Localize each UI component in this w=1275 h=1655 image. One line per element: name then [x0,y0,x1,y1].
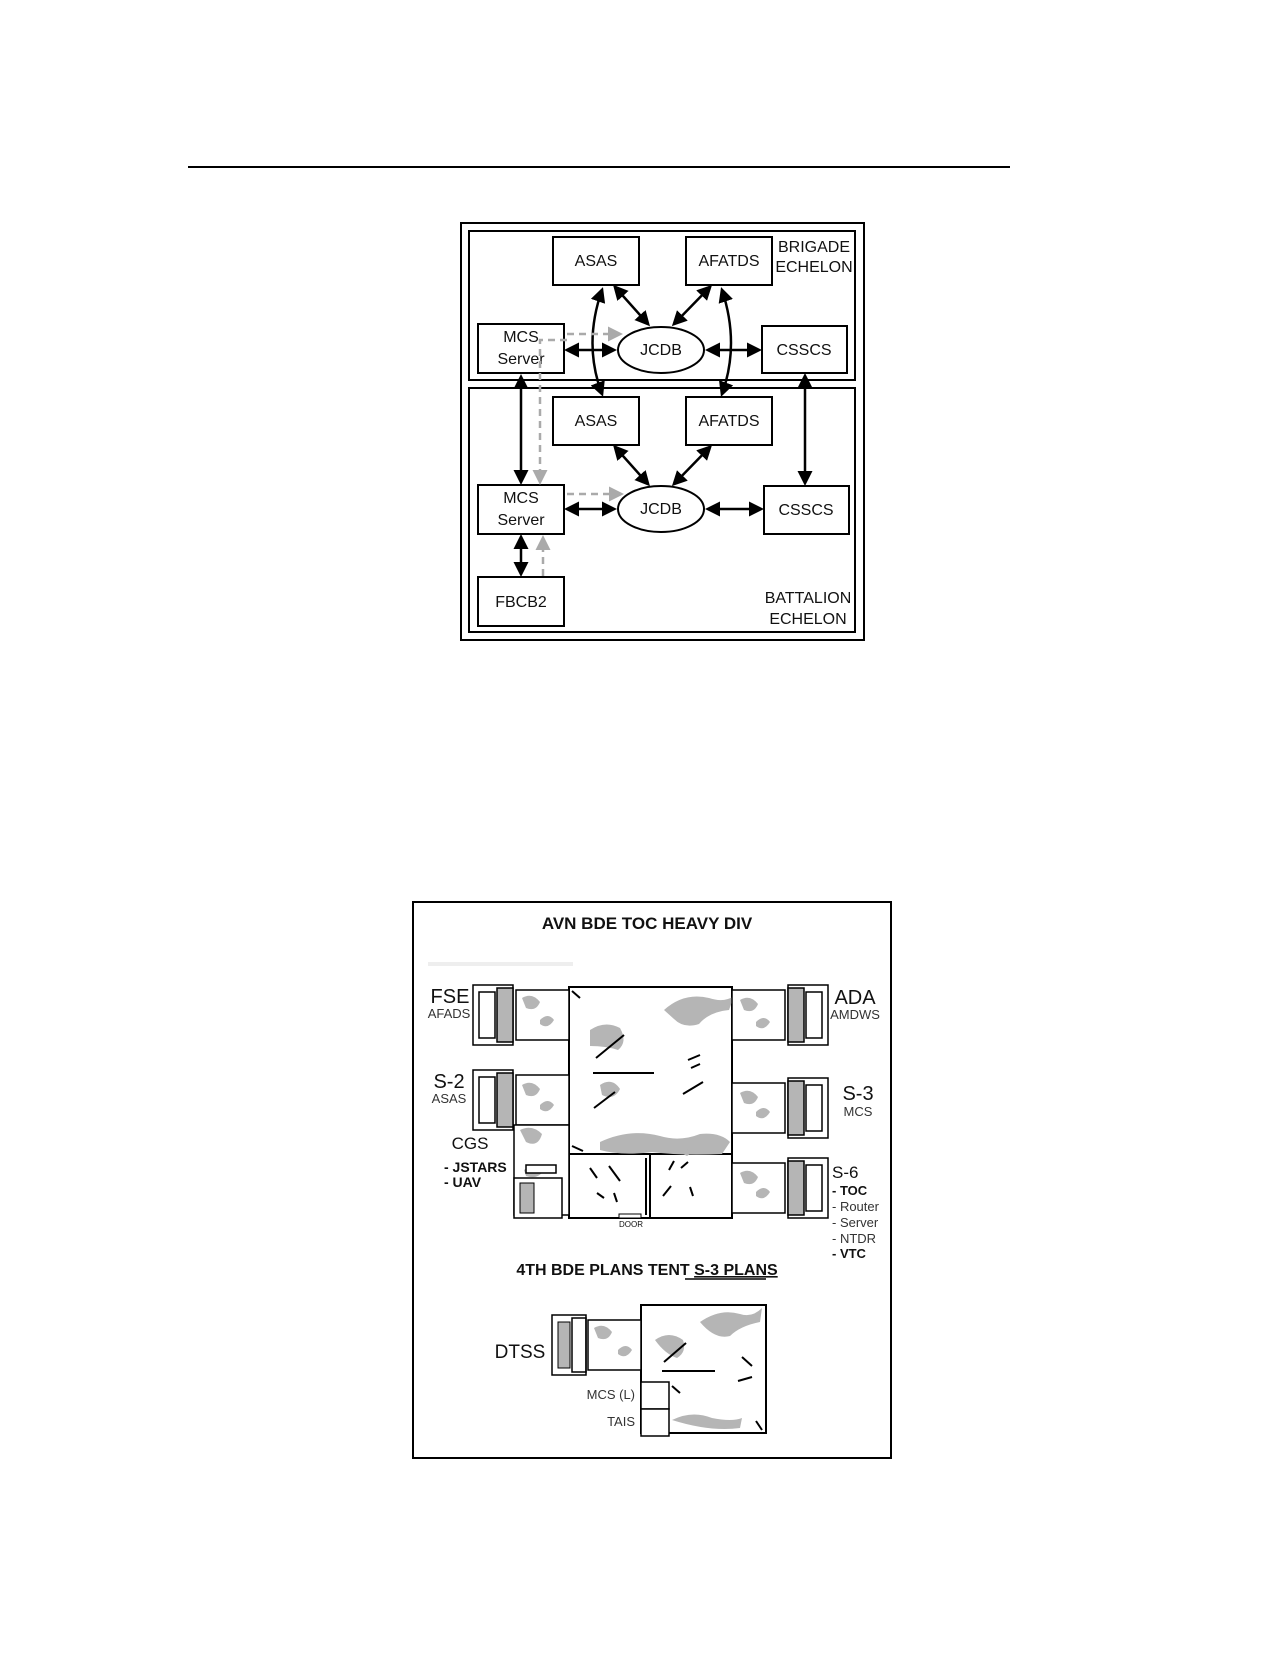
battalion-csscs-box [763,485,850,535]
battalion-csscs-label: CSSCS [778,502,833,519]
plans-title-prefix: 4TH BDE PLANS TENT [516,1262,694,1279]
brigade-mcs-label-line1: MCS [503,329,539,346]
fse-label: FSE [431,986,470,1008]
s6-item-router: - Router [832,1199,880,1214]
brigade-mcs-box [477,323,565,374]
battalion-label-line1: BATTALION [765,590,852,607]
toc-layout-diagram: AVN BDE TOC HEAVY DIV DOOR [412,901,892,1459]
vehicle-s3 [731,1077,829,1139]
vehicle-ada [731,984,829,1046]
cgs-item-jstars: - JSTARS [444,1159,507,1175]
brigade-label-line2: ECHELON [775,259,852,276]
vehicle-s6 [731,1157,829,1219]
brigade-jcdb-node [617,326,705,374]
tent-furniture [571,990,704,1215]
s3-sub-label: MCS [844,1104,873,1119]
fse-sub-label: AFADS [428,1006,471,1021]
s3-label: S-3 [842,1083,873,1105]
battalion-fbcb2-box [477,576,565,627]
battalion-afatds-label: AFATDS [698,413,759,430]
vehicle-cgs [513,1124,570,1219]
brigade-afatds-label: AFATDS [698,253,759,270]
mcs-l-box [640,1381,670,1410]
echelon-diagram: BRIGADE ECHELON ASAS AFATDS MCS Server J… [460,222,865,641]
link-asas-bde-to-bn [590,287,606,397]
link-bn-asas-jcdb [613,444,650,487]
battalion-label-line2: ECHELON [769,611,846,628]
brigade-csscs-label: CSSCS [776,342,831,359]
camo-pattern [590,996,734,1156]
dashed-bde-mcs-to-bn-mcs [532,338,567,485]
battalion-mcs-label-line2: Server [497,512,545,529]
s2-sub-label: ASAS [432,1091,467,1106]
ada-label: ADA [834,987,876,1009]
vehicle-fse [472,984,570,1046]
link-afatds-bde-to-bn [718,287,734,397]
s2-label: S-2 [433,1071,464,1093]
battalion-jcdb-label: JCDB [640,501,682,518]
door-label: DOOR [619,1220,643,1229]
battalion-echelon-frame [468,387,856,633]
faint-band [428,962,573,966]
brigade-echelon-frame [468,230,856,381]
plans-furniture [662,1342,763,1431]
brigade-csscs-box [761,325,848,374]
outer-frame [460,222,865,641]
plans-title: 4TH BDE PLANS TENT S-3 PLANS [516,1262,778,1279]
cgs-item-uav: - UAV [444,1174,482,1190]
battalion-fbcb2-label: FBCB2 [495,594,547,611]
brigade-asas-label: ASAS [575,253,618,270]
cgs-label: CGS [452,1134,489,1153]
brigade-asas-box [552,236,640,286]
battalion-asas-label: ASAS [575,413,618,430]
tais-label: TAIS [607,1414,635,1429]
battalion-afatds-box [685,396,773,446]
dtss-label: DTSS [495,1342,546,1363]
door [618,1213,642,1219]
mcs-l-label: MCS (L) [587,1387,635,1402]
vehicle-dtss [551,1314,642,1376]
lower-tent-right [649,1153,733,1219]
battalion-mcs-box [477,484,565,535]
battalion-mcs-label-line1: MCS [503,490,539,507]
link-bde-afatds-jcdb [671,284,713,327]
battalion-asas-box [552,396,640,446]
vehicle-s2 [472,1069,570,1131]
brigade-label-line1: BRIGADE [778,239,850,256]
s6-item-server: - Server [832,1215,879,1230]
s6-item-toc: - TOC [832,1183,868,1198]
brigade-jcdb-label: JCDB [640,342,682,359]
brigade-mcs-label-line2: Server [497,351,545,368]
brigade-afatds-box [685,236,773,286]
s6-item-vtc: - VTC [832,1246,867,1261]
tais-box [640,1408,670,1437]
battalion-jcdb-node [617,485,705,533]
plans-camo [655,1308,762,1429]
lower-tent-left [568,1153,651,1219]
s6-item-ntdr: - NTDR [832,1231,876,1246]
layout-title: AVN BDE TOC HEAVY DIV [542,914,753,933]
ada-sub-label: AMDWS [830,1007,880,1022]
link-bn-afatds-jcdb [671,444,713,487]
plans-title-underlined: S-3 PLANS [694,1262,778,1279]
link-bde-asas-jcdb [613,284,650,327]
s6-label: S-6 [832,1163,858,1182]
